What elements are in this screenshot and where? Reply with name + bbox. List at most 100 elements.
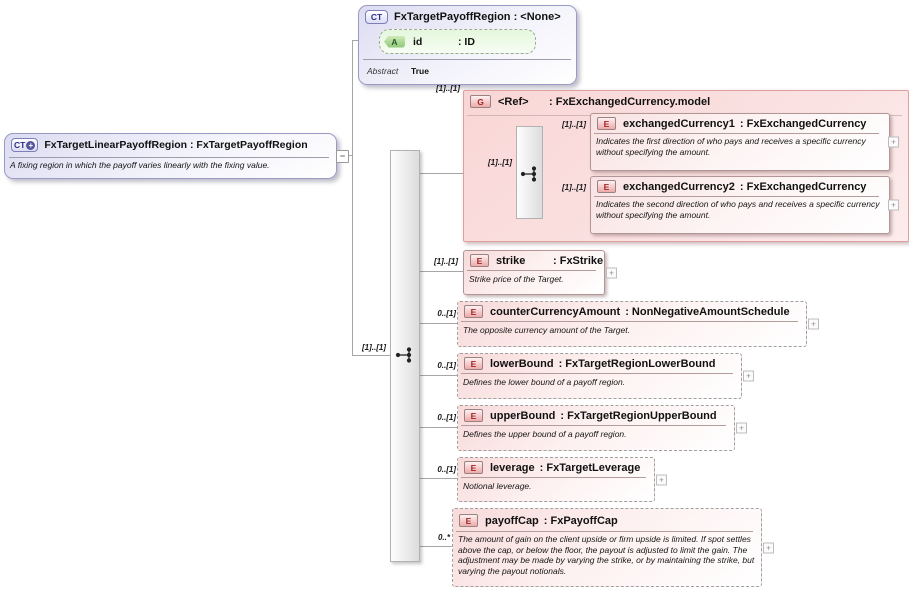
collapse-handle-icon[interactable]: −	[336, 150, 349, 163]
divider	[461, 477, 646, 478]
connector-line	[347, 155, 353, 156]
group-icon: G	[470, 95, 491, 108]
divider	[363, 59, 571, 60]
element-payoffCap[interactable]: E payoffCap : FxPayoffCap The amount of …	[452, 508, 774, 587]
expand-icon[interactable]: +	[606, 267, 617, 278]
cardinality-label: 0..[1]	[437, 309, 456, 318]
parent-type-box[interactable]: CT FxTargetPayoffRegion : <None> A id : …	[358, 5, 577, 85]
element-type: : FxPayoffCap	[543, 514, 618, 527]
element-description: Indicates the second direction of who pa…	[596, 199, 880, 220]
parent-type-title: FxTargetPayoffRegion : <None>	[394, 11, 561, 23]
cardinality-label: [1]..[1]	[362, 343, 386, 352]
cardinality-label: 0..[1]	[437, 413, 456, 422]
element-type: : FxTargetRegionUpperBound	[560, 409, 717, 422]
element-type: : FxExchangedCurrency	[739, 180, 867, 193]
expand-icon[interactable]: +	[888, 199, 899, 211]
element-name: exchangedCurrency2	[623, 180, 735, 193]
parent-type-header: CT FxTargetPayoffRegion : <None>	[359, 6, 576, 24]
element-type: : FxTargetLeverage	[539, 461, 641, 474]
element-type: : FxExchangedCurrency	[739, 117, 867, 130]
element-icon: E	[470, 254, 489, 267]
complex-type-icon: CT	[365, 10, 388, 24]
element-counterCurrencyAmount[interactable]: E counterCurrencyAmount : NonNegativeAmo…	[457, 301, 819, 347]
element-name: counterCurrencyAmount	[490, 305, 621, 318]
cardinality-label: [1]..[1]	[434, 257, 458, 266]
expand-icon[interactable]: +	[736, 422, 747, 434]
element-description: Indicates the first direction of who pay…	[596, 136, 866, 157]
element-description: Strike price of the Target.	[469, 274, 564, 284]
element-icon: E	[464, 409, 483, 422]
element-icon: E	[597, 180, 616, 193]
root-type-header: CT+ FxTargetLinearPayoffRegion : FxTarge…	[5, 134, 336, 152]
group-name: <Ref>	[498, 95, 529, 108]
connector-line	[419, 323, 457, 324]
element-strike[interactable]: E strike : FxStrike Strike price of the …	[463, 250, 617, 295]
divider	[594, 133, 879, 134]
element-name: lowerBound	[490, 357, 554, 370]
group-ref-box[interactable]: G <Ref> : FxExchangedCurrency.model [1].…	[463, 90, 909, 242]
element-description: Defines the upper bound of a payoff regi…	[463, 429, 627, 439]
element-leverage[interactable]: E leverage : FxTargetLeverage Notional l…	[457, 457, 667, 502]
cardinality-label: [1]..[1]	[562, 183, 586, 192]
element-name: exchangedCurrency1	[623, 117, 735, 130]
divider	[461, 321, 798, 322]
element-exchangedCurrency2[interactable]: E exchangedCurrency2 : FxExchangedCurren…	[590, 176, 899, 234]
divider	[9, 157, 329, 158]
element-icon: E	[459, 514, 478, 527]
element-description: The amount of gain on the client upside …	[458, 534, 755, 576]
sequence-icon	[395, 347, 412, 363]
connector-line	[353, 40, 359, 41]
connector-line	[419, 375, 457, 376]
expand-icon[interactable]: +	[808, 318, 819, 330]
connector-line	[419, 427, 457, 428]
group-type: : FxExchangedCurrency.model	[549, 95, 711, 108]
cardinality-label: [1]..[1]	[488, 158, 512, 167]
attribute-type: : ID	[458, 35, 475, 48]
element-name: payoffCap	[485, 514, 539, 527]
attribute-name: id	[413, 35, 423, 48]
attribute-icon: A	[384, 35, 405, 48]
element-type: : FxStrike	[553, 254, 604, 267]
element-description: Defines the lower bound of a payoff regi…	[463, 377, 626, 387]
connector-line	[419, 271, 463, 272]
connector-line	[419, 478, 457, 479]
root-type-title: FxTargetLinearPayoffRegion : FxTargetPay…	[44, 139, 308, 151]
abstract-value: True	[411, 66, 429, 76]
attribute-id[interactable]: A id : ID	[379, 29, 536, 54]
expand-icon[interactable]: +	[763, 542, 774, 553]
group-sequence-bar[interactable]	[516, 126, 543, 219]
root-type-box[interactable]: CT+ FxTargetLinearPayoffRegion : FxTarge…	[4, 133, 337, 179]
divider	[456, 531, 753, 532]
expand-icon[interactable]: +	[743, 370, 754, 382]
expand-icon[interactable]: +	[656, 474, 667, 485]
cardinality-label: 0..[1]	[437, 361, 456, 370]
element-name: strike	[496, 254, 526, 267]
element-exchangedCurrency1[interactable]: E exchangedCurrency1 : FxExchangedCurren…	[590, 113, 899, 171]
connector-line	[352, 40, 353, 356]
group-header: G <Ref> : FxExchangedCurrency.model	[464, 91, 908, 108]
expand-icon[interactable]: +	[888, 136, 899, 148]
connector-line	[419, 546, 452, 547]
cardinality-label: 0..[1]	[437, 465, 456, 474]
element-type: : FxTargetRegionLowerBound	[558, 357, 716, 370]
divider	[461, 425, 726, 426]
element-name: leverage	[490, 461, 535, 474]
element-lowerBound[interactable]: E lowerBound : FxTargetRegionLowerBound …	[457, 353, 754, 399]
element-icon: E	[464, 461, 483, 474]
cardinality-label: [1]..[1]	[562, 120, 586, 129]
derived-plus-icon: +	[26, 140, 36, 150]
element-type: : NonNegativeAmountSchedule	[625, 305, 790, 318]
cardinality-label: 0..*	[437, 533, 450, 542]
element-icon: E	[464, 305, 483, 318]
cardinality-label: [1]..[1]	[436, 84, 460, 93]
complex-type-icon: CT+	[11, 138, 39, 152]
element-icon: E	[597, 117, 616, 130]
connector-line	[353, 355, 390, 356]
element-description: The opposite currency amount of the Targ…	[463, 325, 630, 335]
sequence-bar[interactable]	[390, 150, 420, 562]
sequence-icon	[520, 166, 537, 182]
divider	[467, 270, 596, 271]
divider	[461, 373, 733, 374]
element-upperBound[interactable]: E upperBound : FxTargetRegionUpperBound …	[457, 405, 747, 451]
